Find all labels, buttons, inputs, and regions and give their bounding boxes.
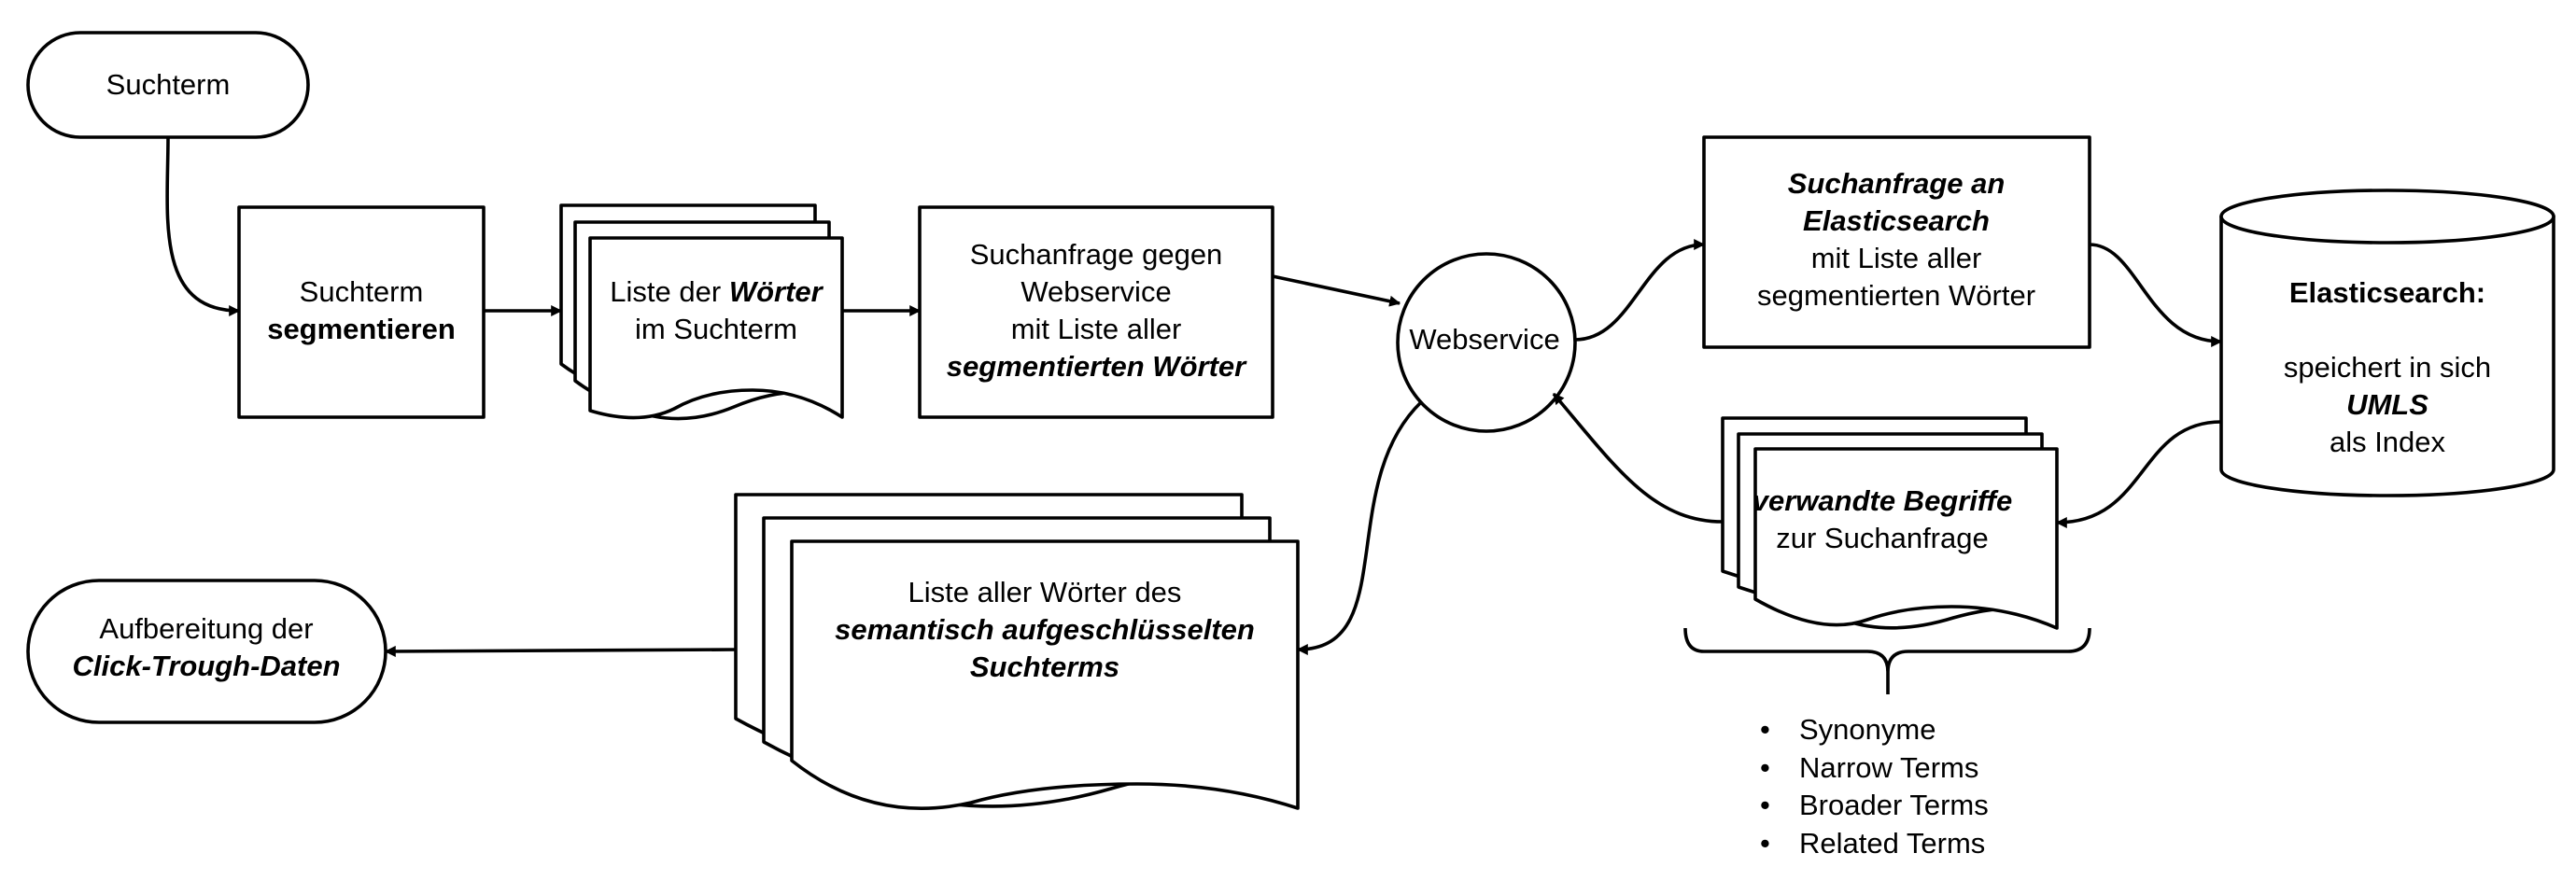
- label-line: Suchterms: [970, 650, 1119, 683]
- bullet: •: [1760, 713, 1770, 746]
- webservice-label: Webservice: [1409, 323, 1559, 356]
- label-run: Liste der: [610, 275, 729, 308]
- term-type-item: • Synonyme: [1760, 713, 1936, 746]
- label-run: Suchanfrage gegen: [970, 238, 1223, 271]
- edge-semantisch-liste-to-aufbereitung: [384, 645, 737, 657]
- label-line: Elasticsearch: [1803, 204, 1990, 237]
- bullet: •: [1760, 789, 1770, 821]
- label-line: segmentieren: [267, 313, 456, 345]
- edge-suchanfrage-ws-to-webservice: [1272, 274, 1401, 307]
- edge-webservice-to-semantisch-liste: [1296, 400, 1423, 655]
- webservice-circle[interactable]: [1396, 252, 1577, 433]
- suchanfrage-webservice-box[interactable]: [918, 205, 1274, 419]
- label-run: Aufbereitung der: [99, 612, 313, 645]
- term-type-item: • Narrow Terms: [1760, 751, 1978, 784]
- label-run: Webservice: [1409, 323, 1559, 356]
- label-run: segmentieren: [267, 313, 456, 345]
- edge-elasticsearch-to-verwandte: [2055, 420, 2222, 528]
- edge-suchterm-to-segmentieren: [165, 136, 241, 316]
- label-line: Suchanfrage an: [1788, 167, 2006, 200]
- term-type-label: Narrow Terms: [1799, 751, 1978, 784]
- verwandte-begriffe-label: verwandte Begriffe zur Suchanfrage: [1753, 484, 2013, 554]
- label-run: zur Suchanfrage: [1776, 522, 1988, 554]
- label-line: Liste der Wörter: [610, 275, 823, 308]
- segmentieren-process-box[interactable]: [237, 205, 486, 419]
- label-run: Webservice: [1021, 275, 1171, 308]
- label-run: segmentierten Wörter: [947, 350, 1247, 383]
- label-run: im Suchterm: [635, 313, 797, 345]
- label-line: UMLS: [2346, 388, 2428, 421]
- label-line: segmentierten Wörter: [1757, 279, 2035, 312]
- label-line: Click-Trough-Daten: [72, 650, 340, 682]
- bullet: •: [1760, 827, 1770, 860]
- suchterm-label: Suchterm: [106, 68, 231, 101]
- edge-suchanfrage-es-to-elasticsearch: [2089, 243, 2223, 347]
- label-run: speichert in sich: [2284, 351, 2491, 384]
- term-type-item: • Broader Terms: [1760, 789, 1989, 821]
- label-run: mit Liste aller: [1011, 313, 1182, 345]
- term-type-label: Related Terms: [1799, 827, 1985, 860]
- label-run: Suchterm: [300, 275, 424, 308]
- elasticsearch-database[interactable]: [2219, 189, 2555, 497]
- label-line: speichert in sich: [2284, 351, 2491, 384]
- term-type-label: Synonyme: [1799, 713, 1936, 746]
- label-run: Suchanfrage an: [1788, 167, 2006, 200]
- label-run: mit Liste aller: [1811, 242, 1982, 274]
- term-types-list: • Synonyme • Narrow Terms • Broader Term…: [1760, 713, 1989, 860]
- label-line: Liste aller Wörter des: [908, 576, 1182, 608]
- label-line: Suchterm: [300, 275, 424, 308]
- bullet: •: [1760, 751, 1770, 784]
- edge-webservice-to-suchanfrage-es: [1574, 239, 1706, 342]
- label-run: UMLS: [2346, 388, 2428, 421]
- label-line: Suchterm: [106, 68, 231, 101]
- label-line: Elasticsearch:: [2289, 276, 2485, 309]
- label-run: Wörter: [729, 275, 824, 308]
- segmentieren-label: Suchterm segmentieren: [267, 275, 456, 345]
- label-line: im Suchterm: [635, 313, 797, 345]
- label-line: segmentierten Wörter: [947, 350, 1247, 383]
- label-run: semantisch aufgeschlüsselten: [835, 613, 1255, 646]
- label-run: Liste aller Wörter des: [908, 576, 1182, 608]
- term-types-brace: [1683, 627, 2091, 694]
- edge-verwandte-to-webservice: [1552, 392, 1724, 524]
- label-line: mit Liste aller: [1011, 313, 1182, 345]
- label-run: Elasticsearch: [1803, 204, 1990, 237]
- verwandte-begriffe-document-stack[interactable]: [1721, 416, 2059, 630]
- semantisch-liste-document-stack[interactable]: [734, 493, 1300, 810]
- suchanfrage-elasticsearch-label: Suchanfrage an Elasticsearch mit Liste all…: [1757, 167, 2035, 312]
- label-run: Click-Trough-Daten: [72, 650, 340, 682]
- label-line: mit Liste aller: [1811, 242, 1982, 274]
- label-run: verwandte Begriffe: [1753, 484, 2013, 517]
- label-run: segmentierten Wörter: [1757, 279, 2035, 312]
- label-line: Suchanfrage gegen: [970, 238, 1223, 271]
- woerter-liste-label: Liste der Wörter im Suchterm: [610, 275, 823, 345]
- label-line: als Index: [2330, 426, 2446, 458]
- suchanfrage-elasticsearch-box[interactable]: [1702, 135, 2091, 349]
- term-type-label: Broader Terms: [1799, 789, 1989, 821]
- label-line: zur Suchanfrage: [1776, 522, 1988, 554]
- label-run: Suchterms: [970, 650, 1119, 683]
- term-type-item: • Related Terms: [1760, 827, 1985, 860]
- label-run: als Index: [2330, 426, 2446, 458]
- label-line: Webservice: [1409, 323, 1559, 356]
- label-run: Elasticsearch:: [2289, 276, 2485, 309]
- label-run: Suchterm: [106, 68, 231, 101]
- label-line: semantisch aufgeschlüsselten: [835, 613, 1255, 646]
- label-line: Webservice: [1021, 275, 1171, 308]
- label-line: verwandte Begriffe: [1753, 484, 2013, 517]
- woerter-liste-document-stack[interactable]: [559, 203, 844, 421]
- label-line: Aufbereitung der: [99, 612, 313, 645]
- semantisch-liste-label: Liste aller Wörter des semantisch aufgesc…: [835, 576, 1255, 683]
